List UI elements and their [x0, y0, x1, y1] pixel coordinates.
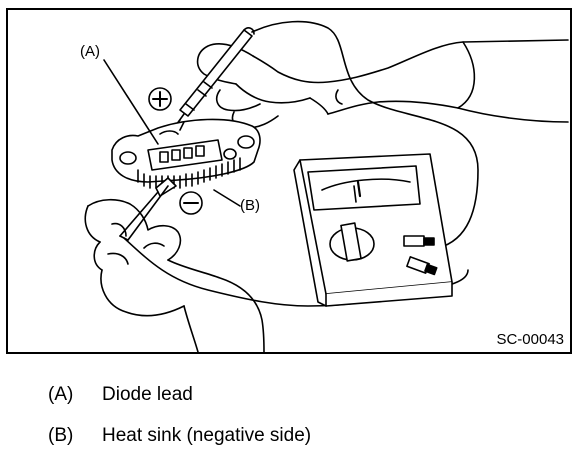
rectifier-heat-sink-drawing [111, 118, 261, 189]
multimeter-drawing [293, 153, 453, 307]
legend-text-a: Diode lead [102, 384, 193, 405]
positive-sign-icon [148, 87, 172, 111]
illustration-frame: (A) (B) SC-00043 [6, 8, 572, 354]
callout-leaders [103, 59, 241, 207]
negative-sign-icon [179, 191, 203, 215]
figure-code-label: SC-00043 [496, 331, 564, 348]
callout-a-label: (A) [80, 43, 100, 60]
callout-b-label: (B) [240, 197, 260, 214]
upper-hand-drawing [196, 39, 569, 129]
legend-key-b: (B) [48, 425, 74, 446]
diode-test-illustration: (A) (B) [80, 20, 569, 352]
legend-item-a: (A) Diode lead [48, 384, 193, 406]
positive-probe-drawing [163, 20, 479, 249]
legend-text-b: Heat sink (negative side) [102, 425, 312, 446]
legend-item-b: (B) Heat sink (negative side) [48, 425, 311, 447]
legend-key-a: (A) [48, 384, 74, 405]
